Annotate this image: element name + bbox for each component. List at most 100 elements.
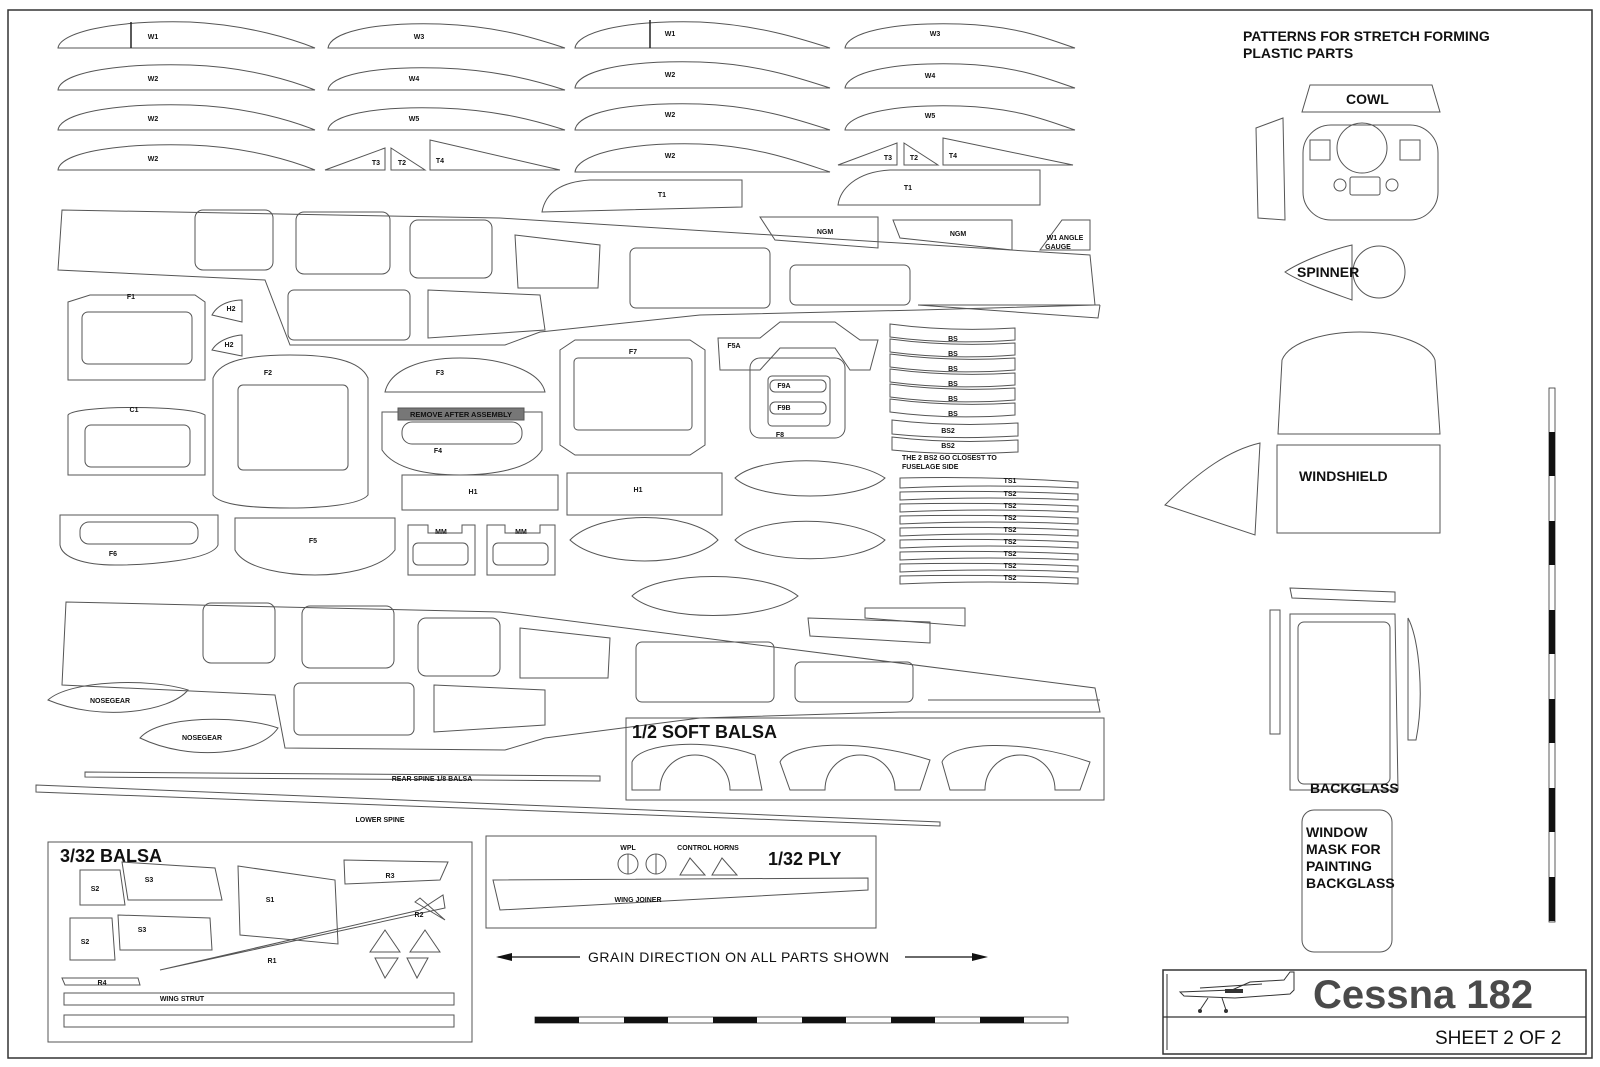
bulkhead-f4: REMOVE AFTER ASSEMBLY F4: [381, 407, 543, 476]
svg-text:W2: W2: [148, 76, 159, 83]
svg-text:R2: R2: [415, 912, 424, 919]
svg-text:GAUGE: GAUGE: [1045, 244, 1071, 251]
svg-text:T3: T3: [884, 155, 892, 162]
rib-w3-a: W3: [327, 23, 566, 49]
bulkhead-f7: F7: [559, 339, 706, 456]
svg-text:PLASTIC PARTS: PLASTIC PARTS: [1243, 45, 1353, 61]
svg-text:W3: W3: [930, 31, 941, 38]
svg-text:THE 2 BS2 GO CLOSEST TO: THE 2 BS2 GO CLOSEST TO: [902, 455, 997, 462]
lower-spine: LOWER SPINE: [35, 784, 941, 827]
part-h1-b: H1: [566, 472, 723, 516]
svg-text:T2: T2: [910, 155, 918, 162]
svg-text:F9A: F9A: [777, 383, 790, 390]
svg-text:WINDSHIELD: WINDSHIELD: [1299, 468, 1388, 484]
part-f5a: F5A: [717, 321, 879, 371]
svg-text:TS2: TS2: [1004, 527, 1017, 534]
svg-text:GRAIN DIRECTION ON ALL PARTS S: GRAIN DIRECTION ON ALL PARTS SHOWN: [588, 949, 889, 965]
svg-text:W2: W2: [148, 156, 159, 163]
svg-text:W5: W5: [925, 113, 936, 120]
rear-spine: REAR SPINE 1/8 BALSA: [84, 771, 601, 783]
svg-text:BACKGLASS: BACKGLASS: [1310, 780, 1399, 796]
slat-a: [807, 617, 931, 644]
rib-t4-b: T4: [942, 137, 1074, 166]
airplane-icon: [1178, 971, 1295, 1013]
part-w1-angle-gauge: W1 ANGLE GAUGE: [1039, 219, 1091, 251]
backglass-frames: BACKGLASS: [1269, 587, 1421, 796]
svg-text:F3: F3: [436, 370, 444, 377]
svg-text:W5: W5: [409, 116, 420, 123]
svg-text:F1: F1: [127, 294, 135, 301]
svg-text:WING STRUT: WING STRUT: [160, 996, 205, 1003]
part-ngm-a: NGM: [759, 216, 879, 249]
rib-w2-f: W2: [574, 143, 831, 173]
svg-text:R3: R3: [386, 873, 395, 880]
svg-text:S2: S2: [91, 886, 100, 893]
svg-text:F5: F5: [309, 538, 317, 545]
svg-text:REMOVE AFTER ASSEMBLY: REMOVE AFTER ASSEMBLY: [410, 410, 512, 419]
rib-w4-a: W4: [327, 67, 566, 91]
bulkhead-f3: F3: [384, 357, 546, 393]
slat-b: [864, 607, 966, 627]
grain-direction: GRAIN DIRECTION ON ALL PARTS SHOWN: [496, 949, 988, 965]
lens-pieces: [569, 460, 886, 616]
svg-text:CONTROL HORNS: CONTROL HORNS: [677, 845, 739, 852]
svg-text:SPINNER: SPINNER: [1297, 264, 1359, 280]
svg-text:T3: T3: [372, 160, 380, 167]
svg-text:H2: H2: [227, 306, 236, 313]
svg-text:NGM: NGM: [950, 231, 967, 238]
svg-text:1/2 SOFT BALSA: 1/2 SOFT BALSA: [632, 722, 777, 742]
svg-text:NOSEGEAR: NOSEGEAR: [182, 735, 222, 742]
part-t1-b: T1: [837, 169, 1041, 206]
rib-w5-b: W5: [844, 105, 1076, 131]
svg-text:BS2: BS2: [941, 443, 955, 450]
svg-text:W3: W3: [414, 34, 425, 41]
wing-ribs-left: W1 W2 W2 W2 W3 W4 W5 T3 T2 T4: [57, 21, 566, 171]
svg-text:W2: W2: [665, 153, 676, 160]
svg-text:T1: T1: [658, 192, 666, 199]
scale-bar-vertical: [1548, 387, 1556, 923]
svg-text:W1: W1: [665, 31, 676, 38]
wing-ribs-right: W1 W2 W2 W2 W3 W4 W5 T3 T2 T4: [574, 20, 1076, 173]
part-f5: F5: [234, 517, 396, 576]
part-mm-a: MM: [407, 524, 476, 576]
rib-t4-a: T4: [429, 139, 561, 171]
bulkhead-f8: F9A F9B F8: [749, 357, 846, 439]
svg-text:W1: W1: [148, 34, 159, 41]
backglass-pattern: [1277, 331, 1441, 435]
svg-text:REAR SPINE 1/8 BALSA: REAR SPINE 1/8 BALSA: [392, 776, 473, 783]
svg-text:T4: T4: [436, 158, 444, 165]
sheet-border: [7, 9, 1593, 1059]
ply-132-box: 1/32 PLY WPL CONTROL HORNS WING JOINER: [485, 835, 877, 929]
rib-w5-a: W5: [327, 107, 566, 131]
windshield-pattern: WINDSHIELD: [1164, 442, 1441, 536]
part-ngm-b: NGM: [892, 219, 1013, 251]
svg-text:F6: F6: [109, 551, 117, 558]
svg-text:TS1: TS1: [1004, 478, 1017, 485]
svg-text:T1: T1: [904, 185, 912, 192]
svg-text:TS2: TS2: [1004, 503, 1017, 510]
svg-text:BS: BS: [948, 336, 958, 343]
svg-text:MM: MM: [515, 529, 527, 536]
svg-text:R4: R4: [98, 980, 107, 987]
scale-bar-horizontal: [534, 1016, 1069, 1024]
svg-text:BS: BS: [948, 411, 958, 418]
svg-text:W2: W2: [665, 112, 676, 119]
rib-t3-b: T3: [837, 142, 898, 166]
svg-text:W2: W2: [665, 72, 676, 79]
svg-text:H1: H1: [634, 487, 643, 494]
svg-text:WPL: WPL: [620, 845, 636, 852]
svg-text:BACKGLASS: BACKGLASS: [1306, 875, 1395, 891]
title-block: Cessna 182 SHEET 2 OF 2: [1162, 969, 1587, 1055]
rib-w1-b: W1: [574, 20, 831, 49]
bs-strips: BS BS BS BS BS BS BS2 BS2 THE 2 BS2 GO C…: [889, 323, 1019, 471]
bulkhead-f1: F1: [67, 294, 206, 381]
svg-text:W1 ANGLE: W1 ANGLE: [1047, 235, 1084, 242]
rib-w3-b: W3: [844, 23, 1076, 49]
svg-text:FUSELAGE SIDE: FUSELAGE SIDE: [902, 464, 959, 471]
svg-text:W4: W4: [409, 76, 420, 83]
svg-text:PATTERNS FOR STRETCH FORMING: PATTERNS FOR STRETCH FORMING: [1243, 28, 1490, 44]
svg-text:F4: F4: [434, 448, 442, 455]
rib-t3-a: T3: [324, 147, 386, 171]
balsa-332-box: 3/32 BALSA S2 S3 S1 R3 S2 S3 R1 R2 R4 WI…: [47, 841, 473, 1043]
